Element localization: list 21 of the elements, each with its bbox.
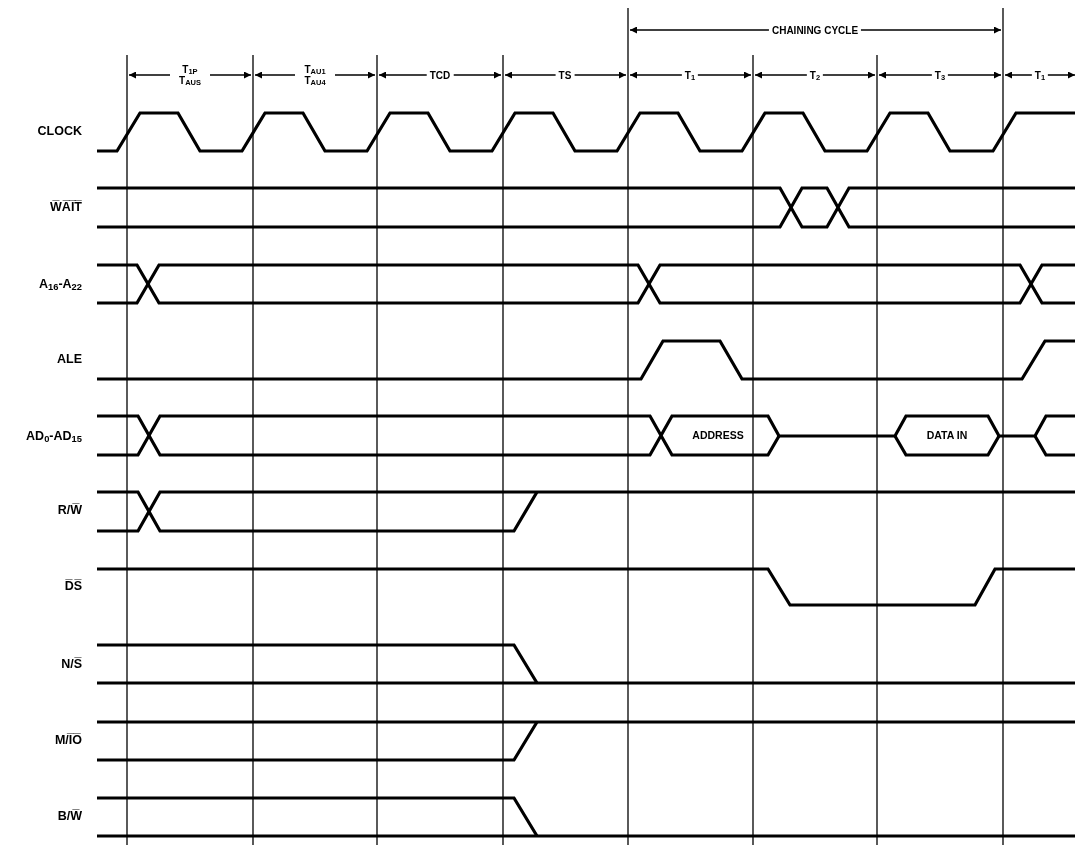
signal-name: R/W̅ [57, 504, 82, 518]
period-label: TS [555, 69, 575, 81]
signal-name: CLOCK [37, 125, 82, 139]
signal-name: D̅S̅ [64, 580, 82, 594]
period-label: T$_{3}$ [931, 69, 949, 81]
period-label: T$_{1P}$ T$_{AUS}$ [170, 64, 210, 86]
cycle-label: CHAINING CYCLE [768, 24, 862, 36]
signal-name: A$_{16}$-A$_{22}$ [38, 278, 82, 292]
period-label: TCD [426, 69, 454, 81]
signal-name: W̅A̅I̅T̅ [50, 201, 82, 215]
period-label: T$_{1}$ [1031, 69, 1049, 81]
period-label: T$_{1}$ [681, 69, 699, 81]
period-label: T$_{AU1}$ T$_{AU4}$ [295, 64, 335, 86]
signal-name: B/W̅ [57, 810, 82, 824]
signal-name: AD$_{0}$-AD$_{15}$ [26, 430, 82, 444]
signal-name: M/I̅O̅ [54, 734, 82, 748]
bus-value-label: ADDRESS [692, 430, 744, 442]
period-label: T$_{2}$ [806, 69, 824, 81]
signal-name: N/S̅ [61, 658, 82, 672]
bus-value-label: DATA IN [926, 430, 968, 442]
signal-name: ALE [57, 353, 82, 367]
